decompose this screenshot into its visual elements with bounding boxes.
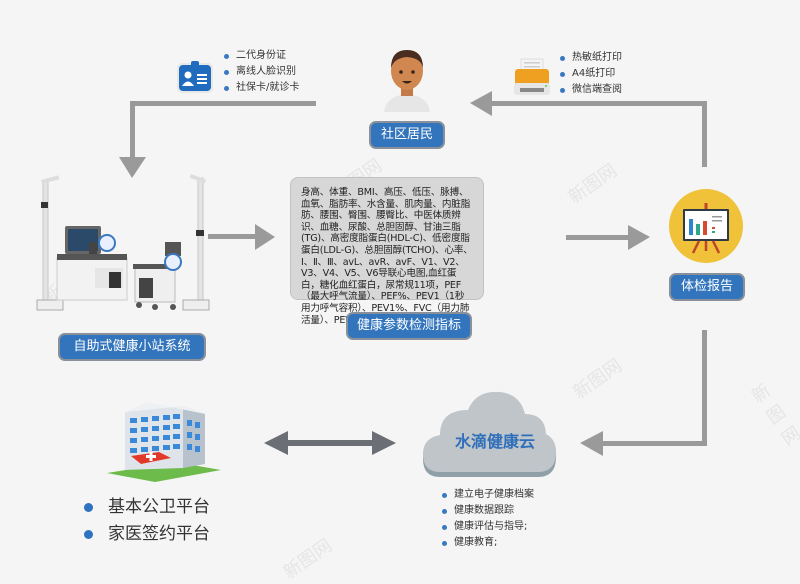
cloud-feature-item: 健康数据跟踪 <box>440 503 534 519</box>
health-parameters-box: 身高、体重、BMI、高压、低压、脉搏、血氧、脂肪率、水含量、肌肉量、内脏脂肪、腰… <box>290 177 484 326</box>
id-card-icon <box>177 61 213 93</box>
hospital-building-icon <box>107 402 221 482</box>
health-kiosk-equipment-image <box>36 174 210 311</box>
print-method-item: 热敏纸打印 <box>558 50 622 66</box>
print-method-item: A4纸打印 <box>558 66 622 82</box>
parameters-label: 健康参数检测指标 <box>346 312 472 340</box>
print-methods-list: 热敏纸打印 A4纸打印 微信端查阅 <box>558 50 622 98</box>
report-label: 体检报告 <box>669 273 745 301</box>
platforms-list: 基本公卫平台 家医签约平台 <box>80 494 210 548</box>
id-method-item: 离线人脸识别 <box>222 64 299 80</box>
kiosk-system-label: 自助式健康小站系统 <box>58 333 206 361</box>
cloud-feature-item: 建立电子健康档案 <box>440 487 534 503</box>
id-method-item: 二代身份证 <box>222 48 299 64</box>
resident-label: 社区居民 <box>369 121 445 149</box>
resident-avatar-icon <box>384 50 430 112</box>
cloud-label: 水滴健康云 <box>454 432 535 451</box>
arrow-bidirectional-platform-cloud <box>264 431 396 455</box>
platform-item: 基本公卫平台 <box>80 494 210 521</box>
cloud-feature-item: 健康评估与指导; <box>440 519 534 535</box>
arrow-report-to-cloud <box>580 330 707 456</box>
arrow-kiosk-to-params <box>208 224 275 250</box>
platform-item: 家医签约平台 <box>80 521 210 548</box>
arrow-report-to-resident <box>470 91 707 167</box>
cloud-feature-item: 健康教育; <box>440 535 534 551</box>
health-cloud-icon <box>423 391 557 477</box>
report-chart-icon <box>669 189 743 263</box>
id-method-item: 社保卡/就诊卡 <box>222 80 299 96</box>
arrow-params-to-report <box>566 225 650 250</box>
cloud-features-list: 建立电子健康档案 健康数据跟踪 健康评估与指导; 健康教育; <box>440 487 534 551</box>
id-methods-list: 二代身份证 离线人脸识别 社保卡/就诊卡 <box>222 48 299 96</box>
printer-icon <box>514 58 550 95</box>
print-method-item: 微信端查阅 <box>558 82 622 98</box>
arrow-resident-to-kiosk <box>119 101 316 178</box>
